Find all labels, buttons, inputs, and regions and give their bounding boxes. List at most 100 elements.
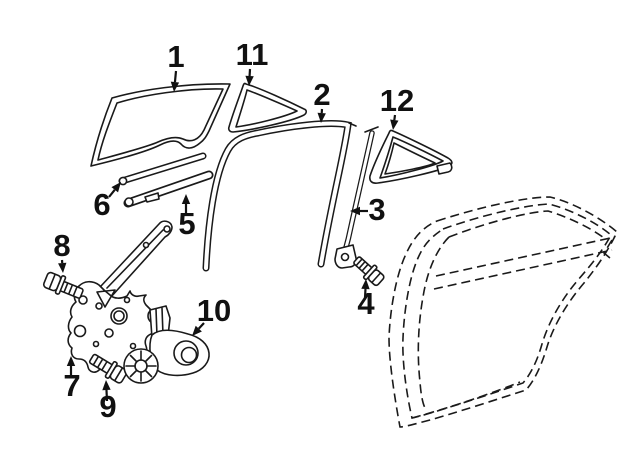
callout-3[interactable]: 3 (350, 192, 386, 227)
motor-end-cap-inner (180, 346, 198, 364)
glass-run-channel (202, 120, 357, 272)
bracket-hole (340, 252, 350, 262)
door-belt-line-lower (433, 249, 613, 290)
callout-arrow-line (108, 189, 116, 198)
callout-arrowhead (390, 119, 399, 130)
inner-belt-molding (123, 170, 214, 208)
drum-spokes (125, 350, 157, 382)
regulator-bolt-upper (42, 271, 84, 299)
callout-1[interactable]: 1 (167, 39, 185, 92)
callout-8[interactable]: 8 (53, 228, 71, 273)
window-regulator (67, 220, 173, 373)
quarter-glass-inner-edge (384, 142, 436, 175)
weatherstrip-inner-edge (235, 89, 298, 128)
callout-number[interactable]: 8 (53, 228, 70, 263)
callout-arrow-line (105, 389, 109, 402)
door-glass-inner-edge (97, 88, 224, 161)
arm-roller (163, 225, 171, 233)
door-glass (90, 83, 231, 167)
quarter-glass (369, 129, 453, 184)
callout-4[interactable]: 4 (357, 279, 375, 321)
plate-hole (92, 340, 100, 348)
door-shell-outline (388, 196, 618, 428)
glass-run-outline (202, 120, 352, 272)
quarter-glass-mid-edge (379, 136, 444, 179)
quarter-glass-outline (369, 129, 453, 184)
callout-number[interactable]: 3 (368, 192, 385, 227)
bolt-head-facet (371, 272, 382, 283)
callout-number[interactable]: 4 (357, 286, 375, 321)
callout-2[interactable]: 2 (313, 77, 331, 123)
callout-number[interactable]: 12 (380, 83, 414, 118)
door-outer-edge (388, 196, 618, 428)
glass-run-end-cap (348, 122, 357, 127)
quarter-glass-tab (436, 162, 453, 175)
callout-arrowhead (361, 279, 370, 290)
callout-number[interactable]: 9 (99, 389, 116, 424)
plate-hole (95, 302, 103, 310)
callout-10[interactable]: 10 (192, 293, 231, 336)
bolt-head-facet (114, 367, 123, 382)
bolt-threads (92, 356, 108, 371)
bolt-threads (63, 282, 78, 297)
channel-bolt (353, 256, 385, 287)
motor-end-cap (173, 340, 199, 366)
callout-arrowhead (181, 194, 191, 204)
quarter-window-weatherstrip (227, 82, 308, 133)
callout-7[interactable]: 7 (63, 356, 81, 403)
plate-hole (129, 342, 137, 350)
callout-6[interactable]: 6 (93, 182, 121, 222)
callout-arrow-line (393, 114, 397, 121)
callout-arrowhead (350, 206, 360, 216)
glass-run-inner (204, 121, 351, 270)
callout-arrowhead (170, 81, 180, 92)
callout-arrowhead (317, 112, 326, 123)
callout-arrowhead (245, 75, 254, 86)
door-belt-line-upper (435, 236, 616, 277)
inner-molding-end-cap (124, 197, 134, 207)
callout-arrowhead (111, 182, 121, 193)
plate-hole-large-inner (113, 310, 125, 322)
callout-11[interactable]: 11 (236, 37, 269, 86)
door-inner-panel-line (402, 203, 613, 419)
callout-arrowhead (102, 380, 111, 391)
inner-molding-inner (125, 172, 212, 206)
callout-arrow-line (197, 322, 205, 330)
door-glass-outline (90, 83, 231, 167)
plate-hole (123, 296, 131, 304)
door-rear-corner-detail (602, 239, 613, 259)
callout-number[interactable]: 5 (178, 206, 195, 241)
arm-hole (142, 241, 150, 249)
callout-number[interactable]: 7 (63, 368, 80, 403)
callout-arrowhead (58, 262, 67, 273)
plate-triangle-cutout (96, 289, 116, 308)
callout-number[interactable]: 6 (93, 187, 110, 222)
callout-arrowhead (66, 356, 76, 366)
door-bottom-inner-line (411, 381, 521, 419)
bolt-head-facet (48, 273, 56, 290)
door-front-hem-line (417, 236, 450, 409)
weatherstrip-outline (227, 82, 308, 133)
regulator-bolt-lower (88, 353, 128, 384)
callout-number[interactable]: 1 (167, 39, 184, 74)
outer-molding-end-cap (118, 176, 128, 186)
door-frame-inner-line (448, 210, 605, 239)
plate-hole (104, 328, 114, 338)
bolt-threads (355, 258, 369, 272)
outer-belt-molding (118, 152, 207, 186)
outer-molding-inner (120, 154, 205, 183)
callout-number[interactable]: 11 (236, 37, 269, 72)
rear-guide-channel (334, 126, 379, 269)
callout-arrowhead (192, 325, 202, 336)
callout-number[interactable]: 10 (197, 293, 231, 328)
callout-9[interactable]: 9 (99, 380, 117, 424)
guide-channel-top-cap (364, 126, 379, 133)
plate-hole (73, 324, 87, 338)
inner-molding-tab (144, 192, 160, 203)
callout-5[interactable]: 5 (178, 194, 196, 241)
callout-12[interactable]: 12 (380, 83, 414, 130)
callout-number[interactable]: 2 (313, 77, 330, 112)
plate-hole (78, 295, 88, 305)
